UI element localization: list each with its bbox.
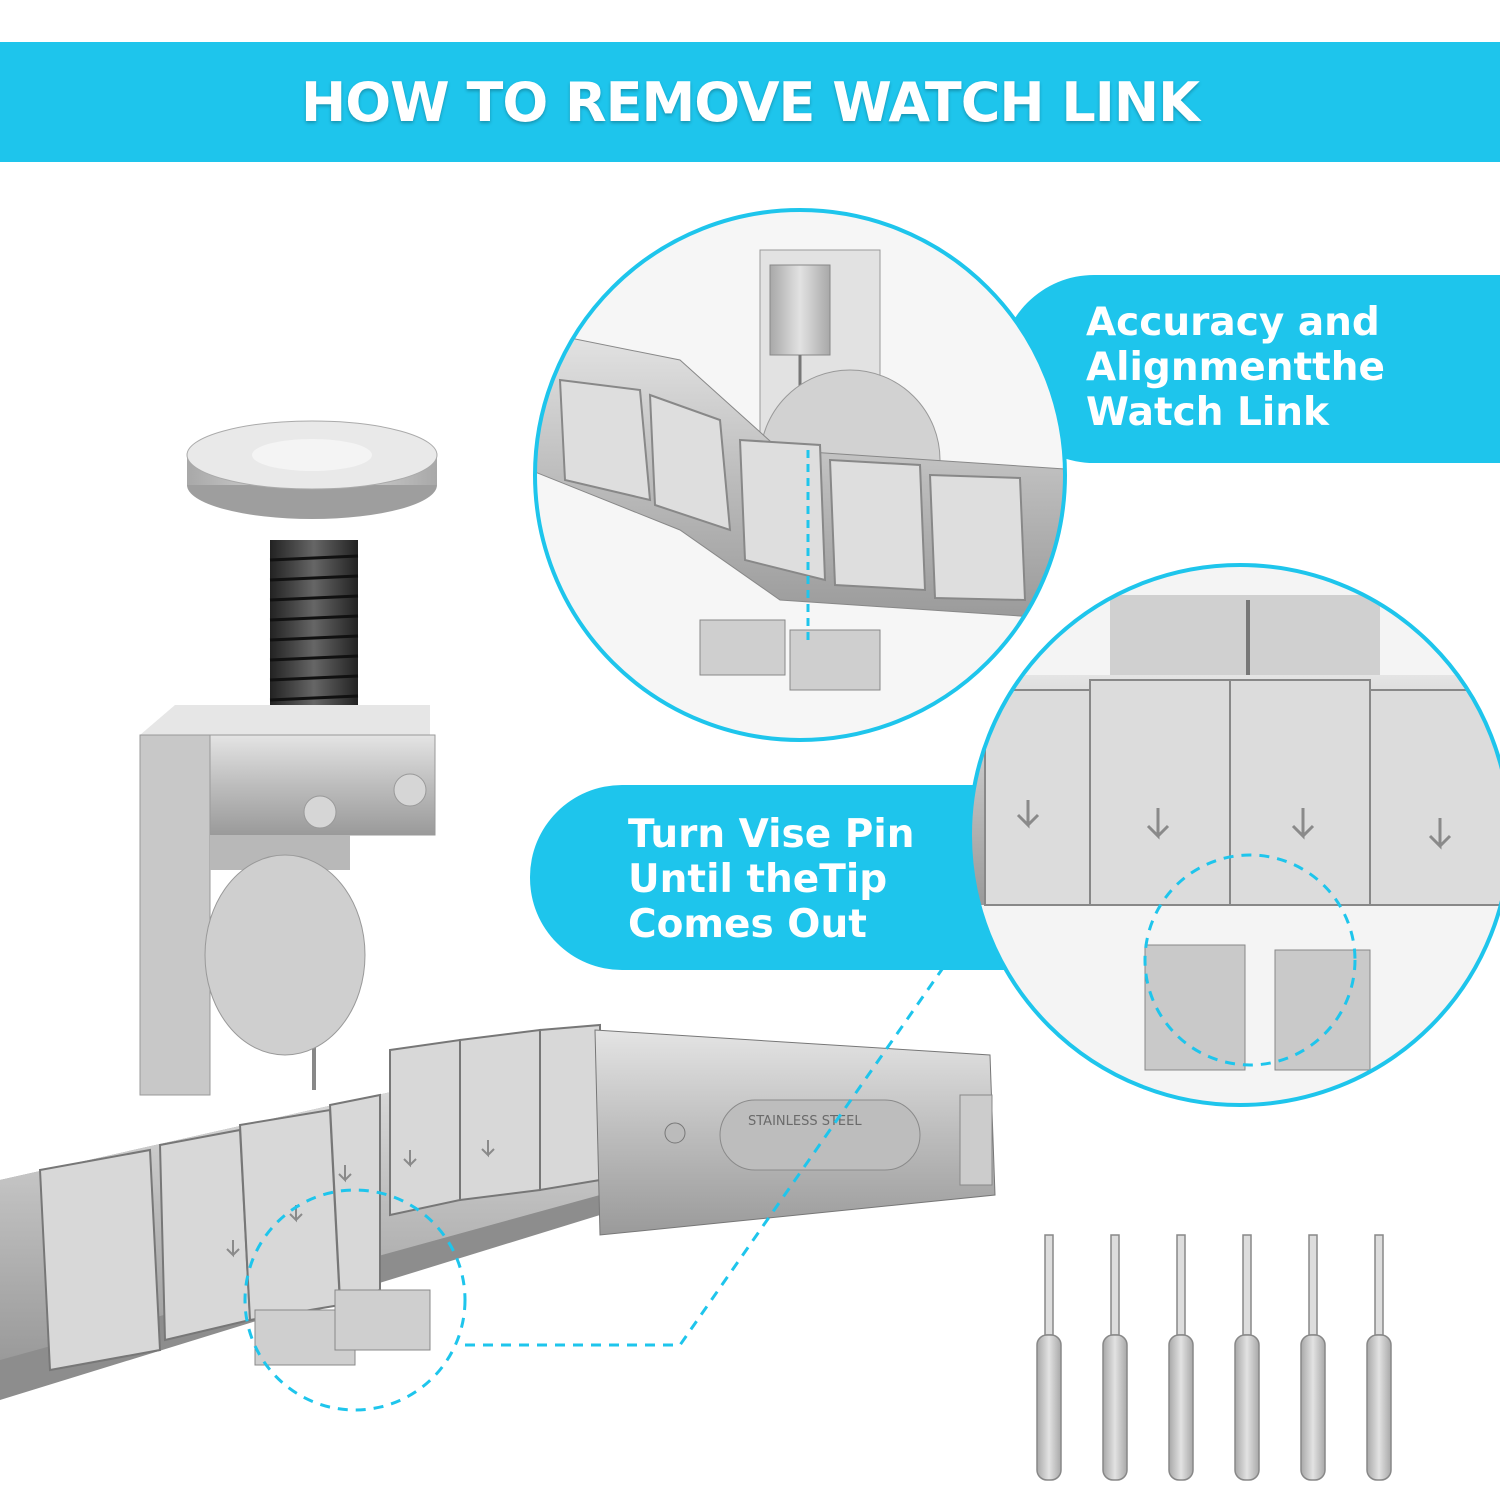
- spare-pin: [1366, 1234, 1392, 1481]
- spare-pin: [1168, 1234, 1194, 1481]
- callout-text-turn-vise: Turn Vise Pin Until theTip Comes Out: [628, 812, 914, 947]
- callout-pill-accuracy: [1000, 275, 1500, 463]
- spare-pins: [1036, 1234, 1392, 1481]
- callout-text-accuracy: Accuracy and Alignmentthe Watch Link: [1086, 300, 1385, 435]
- connector-line: [465, 964, 947, 1347]
- vise-frame: [139, 705, 436, 1096]
- detail-circle-top: [533, 208, 1067, 742]
- down-arrow-icon: [226, 1140, 495, 1258]
- spare-pin: [1300, 1234, 1326, 1481]
- callout-pill-turn-vise: [530, 785, 1050, 970]
- vise-knob: [186, 420, 438, 519]
- detail-view-bottom: [970, 565, 1500, 1105]
- down-arrow-icon: [1016, 800, 1452, 850]
- watch-bracelet: STAINLESS STEEL: [0, 1023, 996, 1400]
- callout-line: Alignmentthe: [1086, 345, 1385, 390]
- highlight-circle-main: [243, 1188, 467, 1412]
- page-title: HOW TO REMOVE WATCH LINK: [301, 70, 1200, 134]
- spare-pin: [1102, 1234, 1128, 1481]
- callout-line: Accuracy and: [1086, 300, 1380, 345]
- detail-view-top: [535, 210, 1065, 740]
- callout-line: Turn Vise Pin: [628, 812, 915, 857]
- spare-pin: [1036, 1234, 1062, 1481]
- detail-circle-bottom: [968, 563, 1500, 1107]
- callout-line: Until theTip: [628, 857, 888, 902]
- callout-line: Comes Out: [628, 902, 867, 947]
- spare-pin: [1234, 1234, 1260, 1481]
- callout-line: Watch Link: [1086, 390, 1329, 435]
- highlight-circle-detail: [1143, 853, 1357, 1067]
- title-banner: HOW TO REMOVE WATCH LINK: [0, 42, 1500, 162]
- clasp-engraving: STAINLESS STEEL: [748, 1114, 862, 1129]
